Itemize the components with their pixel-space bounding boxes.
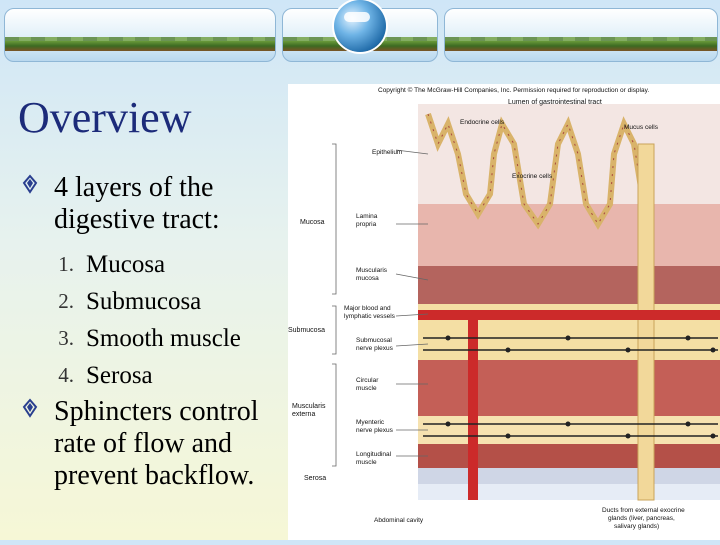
list-number: 2. bbox=[58, 289, 74, 313]
globe-logo-icon bbox=[334, 0, 386, 52]
label-submucosal: Submucosal bbox=[356, 337, 392, 344]
list-text: Smooth muscle bbox=[86, 325, 241, 352]
label-submucosal-plexus: nerve plexus bbox=[356, 345, 394, 352]
bullet-diamond-icon bbox=[22, 174, 38, 194]
list-text: Submucosa bbox=[86, 288, 202, 315]
list-number: 3. bbox=[58, 326, 74, 350]
label-circular-muscle: muscle bbox=[356, 385, 377, 392]
label-externa: externa bbox=[292, 411, 315, 418]
label-ducts-salivary: salivary glands) bbox=[614, 523, 659, 530]
circular-muscle-layer bbox=[418, 360, 720, 416]
label-epithelium: Epithelium bbox=[372, 149, 402, 156]
gi-wall-illustration: Copyright © The McGraw-Hill Companies, I… bbox=[288, 86, 720, 530]
label-ducts: Ducts from external exocrine bbox=[602, 507, 685, 514]
mucosa-layer bbox=[418, 204, 720, 266]
nerve-ganglia bbox=[445, 335, 716, 439]
label-ducts-glands: glands (liver, pancreas, bbox=[608, 515, 675, 522]
blood-vessel-horizontal bbox=[418, 310, 720, 320]
serosa-layer bbox=[418, 468, 720, 484]
bullet-diamond-icon bbox=[22, 398, 38, 418]
endocrine-cells-mark bbox=[427, 113, 643, 225]
label-lamina: Lamina bbox=[356, 213, 378, 220]
list-text: Mucosa bbox=[86, 251, 166, 278]
label-endocrine-cells: Endocrine cells bbox=[460, 119, 505, 126]
gi-wall-diagram: Copyright © The McGraw-Hill Companies, I… bbox=[288, 84, 720, 540]
bullet-sphincters: Sphincters control rate of flow and prev… bbox=[22, 396, 294, 492]
myenteric-plexus-layer bbox=[418, 416, 720, 444]
label-myenteric-plexus: nerve plexus bbox=[356, 427, 394, 434]
abdominal-cavity-area bbox=[418, 484, 720, 500]
label-muscularis-mucosa: mucosa bbox=[356, 275, 379, 282]
label-myenteric: Myenteric bbox=[356, 419, 385, 426]
bullet-text: 4 layers of the digestive tract: bbox=[54, 172, 220, 235]
muscularis-mucosa-layer bbox=[418, 266, 720, 304]
list-number: 1. bbox=[58, 252, 74, 276]
label-mucosa: Mucosa bbox=[300, 219, 325, 226]
label-major-vessels: Major blood and bbox=[344, 305, 391, 312]
label-circular: Circular bbox=[356, 377, 379, 384]
label-abdominal-cavity: Abdominal cavity bbox=[374, 517, 424, 524]
bullet-layers: 4 layers of the digestive tract: bbox=[22, 172, 284, 236]
label-longitudinal-muscle: muscle bbox=[356, 459, 377, 466]
label-lymphatic-vessels: lymphatic vessels bbox=[344, 313, 396, 320]
label-propria: propria bbox=[356, 221, 377, 228]
layer-brackets bbox=[332, 143, 429, 467]
list-text: Serosa bbox=[86, 362, 153, 389]
longitudinal-muscle-layer bbox=[418, 444, 720, 468]
bullet-text: Sphincters control rate of flow and prev… bbox=[54, 396, 259, 491]
header-banner-left bbox=[4, 8, 276, 62]
label-muscularis-externa: Muscularis bbox=[292, 403, 326, 410]
list-number: 4. bbox=[58, 363, 74, 387]
exocrine-duct bbox=[637, 143, 655, 501]
label-exocrine-cells: Exocrine cells bbox=[512, 173, 553, 180]
label-lumen: Lumen of gastrointestinal tract bbox=[508, 99, 602, 106]
slide-title: Overview bbox=[18, 93, 192, 142]
label-submucosa: Submucosa bbox=[288, 327, 325, 334]
figure-copyright: Copyright © The McGraw-Hill Companies, I… bbox=[378, 86, 649, 94]
label-mucus-cells: Mucus cells bbox=[624, 124, 659, 131]
label-serosa: Serosa bbox=[304, 475, 326, 482]
blood-vessel-vertical bbox=[468, 320, 478, 500]
label-longitudinal: Longitudinal bbox=[356, 451, 392, 458]
label-muscularis: Muscularis bbox=[356, 267, 388, 274]
header-banner-right bbox=[444, 8, 718, 62]
